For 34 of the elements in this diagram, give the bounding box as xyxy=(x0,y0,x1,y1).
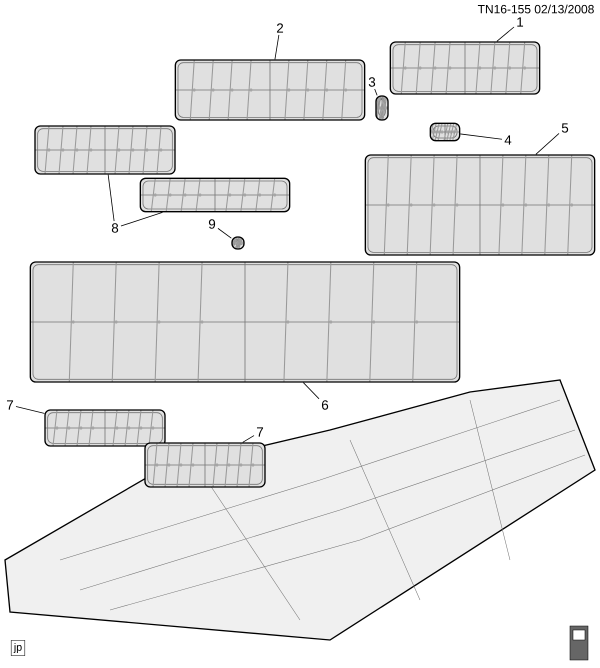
bracket xyxy=(430,122,460,142)
callout-number: 3 xyxy=(368,77,376,87)
drawing-number: TN16-155 02/13/2008 xyxy=(478,4,594,14)
floor-mat xyxy=(34,125,176,175)
callout-number: 6 xyxy=(322,400,328,410)
callout-number: 7 xyxy=(256,427,264,437)
leader-line xyxy=(242,435,254,443)
leader-line xyxy=(303,382,320,400)
floor-carpet xyxy=(30,261,460,383)
leader-line xyxy=(374,88,378,96)
callout-number: 5 xyxy=(562,123,568,133)
author-code: jp xyxy=(10,640,26,656)
leader-line xyxy=(120,212,163,226)
bolt xyxy=(375,95,389,121)
callout-number: 8 xyxy=(112,223,118,233)
callout-number: 4 xyxy=(504,135,512,145)
clip xyxy=(231,236,245,250)
floor-mat xyxy=(140,178,290,212)
insulator xyxy=(44,409,166,447)
leader-line xyxy=(218,228,232,239)
leader-line xyxy=(460,134,502,140)
callout-number: 7 xyxy=(6,400,14,410)
leader-line xyxy=(496,26,514,42)
insulator xyxy=(144,442,266,488)
leader-line xyxy=(16,406,45,414)
floor-mat xyxy=(174,59,366,121)
floor-mat xyxy=(390,41,540,95)
leader-line xyxy=(274,34,280,60)
leader-line xyxy=(108,174,114,222)
callout-number: 9 xyxy=(208,219,216,229)
leader-line xyxy=(535,133,560,155)
floor-carpet xyxy=(364,154,596,256)
callout-number: 1 xyxy=(517,17,524,27)
callout-number: 2 xyxy=(276,23,284,33)
